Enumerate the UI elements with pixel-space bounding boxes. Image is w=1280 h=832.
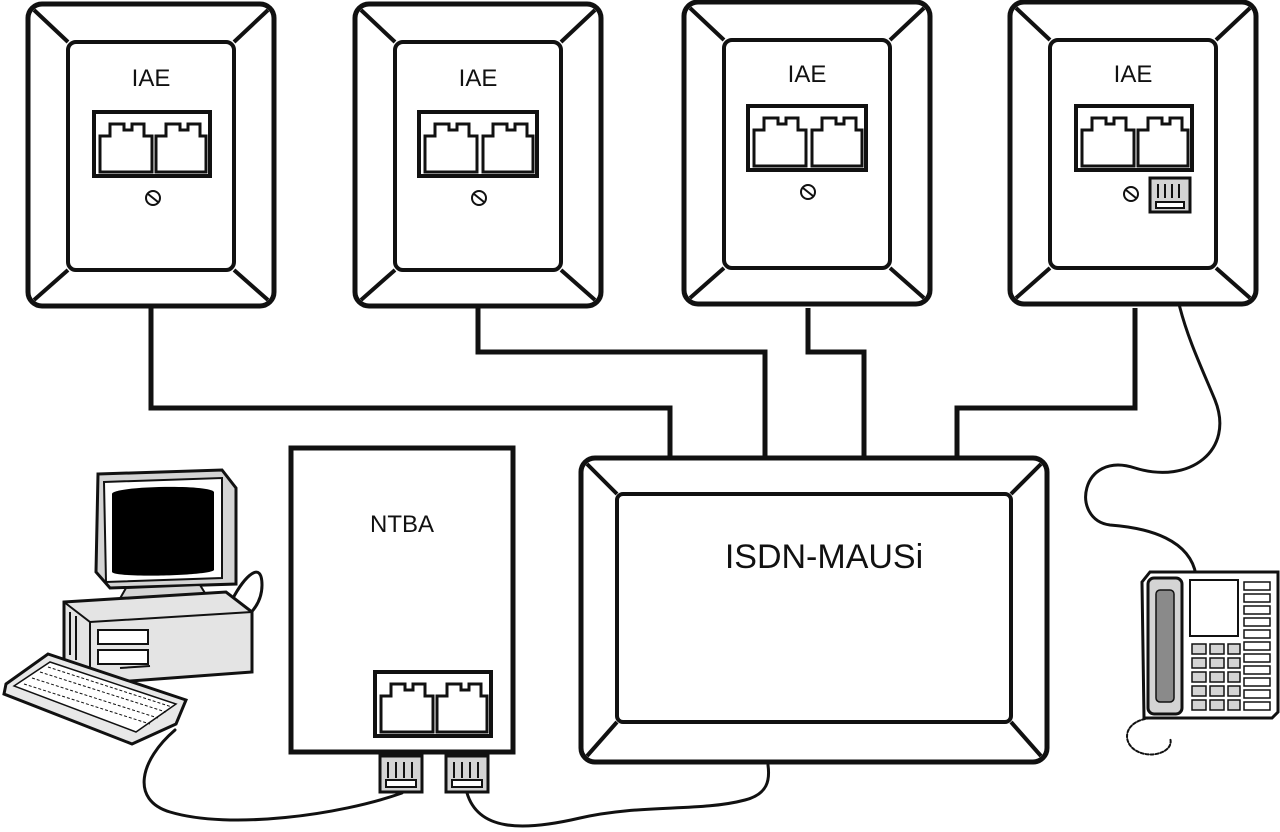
iae-socket-4: IAE <box>1007 0 1259 307</box>
socket-icon <box>1074 104 1194 172</box>
socket-icon <box>92 110 212 178</box>
cable-iae-4 <box>954 308 1138 458</box>
cables <box>148 308 1138 458</box>
ntba-label: NTBA <box>370 511 434 538</box>
iae-socket-2: IAE <box>352 1 604 309</box>
screw-icon <box>1123 186 1139 202</box>
isdn-mausi-box: ISDN-MAUSi <box>578 455 1050 765</box>
socket-icon <box>417 110 539 178</box>
telephone-icon <box>1140 570 1280 720</box>
computer-icon <box>2 468 254 746</box>
socket-icon <box>746 104 868 172</box>
iae-socket-1: IAE <box>25 1 277 309</box>
cable-iae-2 <box>475 308 768 458</box>
iae-label: IAE <box>1114 61 1153 88</box>
iae-label: IAE <box>788 61 827 88</box>
cable-iae-3 <box>805 308 867 458</box>
cable-iae-1 <box>148 308 673 458</box>
screw-icon <box>800 184 816 200</box>
rj45-plug-icon <box>1148 176 1192 214</box>
phone-cord <box>1084 210 1222 577</box>
iae-label: IAE <box>132 65 171 92</box>
screw-icon <box>471 190 487 206</box>
screw-icon <box>145 190 161 206</box>
mausi-cord <box>465 763 771 828</box>
iae-label: IAE <box>459 65 498 92</box>
ntba-box: NTBA <box>288 445 516 794</box>
mausi-label: ISDN-MAUSi <box>725 538 923 576</box>
rj45-plug-icon <box>444 754 490 794</box>
iae-socket-3: IAE <box>681 0 933 307</box>
socket-icon <box>373 670 493 738</box>
pc-cord <box>142 728 404 822</box>
rj45-plug-icon <box>378 754 424 794</box>
handset-curly-cord <box>1126 716 1172 756</box>
